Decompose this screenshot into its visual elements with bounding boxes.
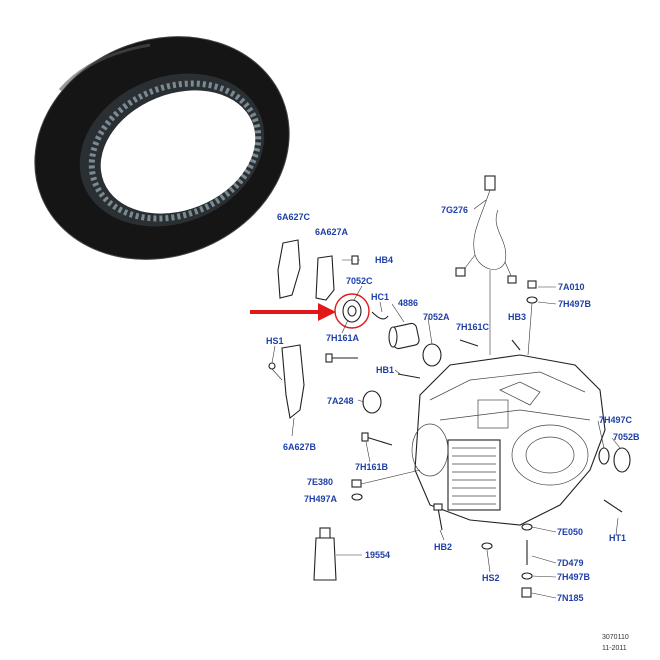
callout-HS1: HS1	[266, 336, 284, 346]
callout-7G276: 7G276	[441, 205, 468, 215]
callout-7052C: 7052C	[346, 276, 373, 286]
callout-7052A: 7052A	[423, 312, 450, 322]
callout-7H161B: 7H161B	[355, 462, 389, 472]
callout-4886: 4886	[398, 298, 418, 308]
callout-7H161A: 7H161A	[326, 333, 360, 343]
callout-6A627B: 6A627B	[283, 442, 317, 452]
oil-seal-photo	[34, 36, 290, 260]
callout-7H161C: 7H161C	[456, 322, 490, 332]
callout-labels: 6A627C 6A627A HB4 7052C HC1 4886 7052A 7…	[266, 205, 640, 603]
callout-HB2: HB2	[434, 542, 452, 552]
callout-HC1: HC1	[371, 292, 389, 302]
callout-6A627A: 6A627A	[315, 227, 349, 237]
callout-HS2: HS2	[482, 573, 500, 583]
callout-HT1: HT1	[609, 533, 626, 543]
callout-HB1: HB1	[376, 365, 394, 375]
callout-7H497C: 7H497C	[599, 415, 633, 425]
callout-7A010: 7A010	[558, 282, 585, 292]
callout-19554: 19554	[365, 550, 390, 560]
red-arrow	[250, 303, 336, 321]
callout-7D479: 7D479	[557, 558, 584, 568]
callout-7H497A: 7H497A	[304, 494, 338, 504]
highlight-circle	[334, 293, 370, 329]
callout-HB4: HB4	[375, 255, 393, 265]
transmission-housing	[411, 354, 606, 526]
wiring-harness	[455, 175, 517, 355]
callout-7A248: 7A248	[327, 396, 354, 406]
heat-shields	[268, 239, 335, 420]
drawing-date: 11-2011	[602, 645, 627, 652]
callout-7E380: 7E380	[307, 477, 333, 487]
callout-HB3: HB3	[508, 312, 526, 322]
hardware-parts	[313, 255, 631, 598]
callout-7E050: 7E050	[557, 527, 583, 537]
callout-6A627C: 6A627C	[277, 212, 311, 222]
callout-7H497B-bottom: 7H497B	[557, 572, 591, 582]
callout-7052B: 7052B	[613, 432, 640, 442]
leader-lines	[271, 199, 621, 599]
drawing-number: 3070110	[602, 634, 629, 641]
callout-7H497B-top: 7H497B	[558, 299, 592, 309]
callout-7N185: 7N185	[557, 593, 584, 603]
